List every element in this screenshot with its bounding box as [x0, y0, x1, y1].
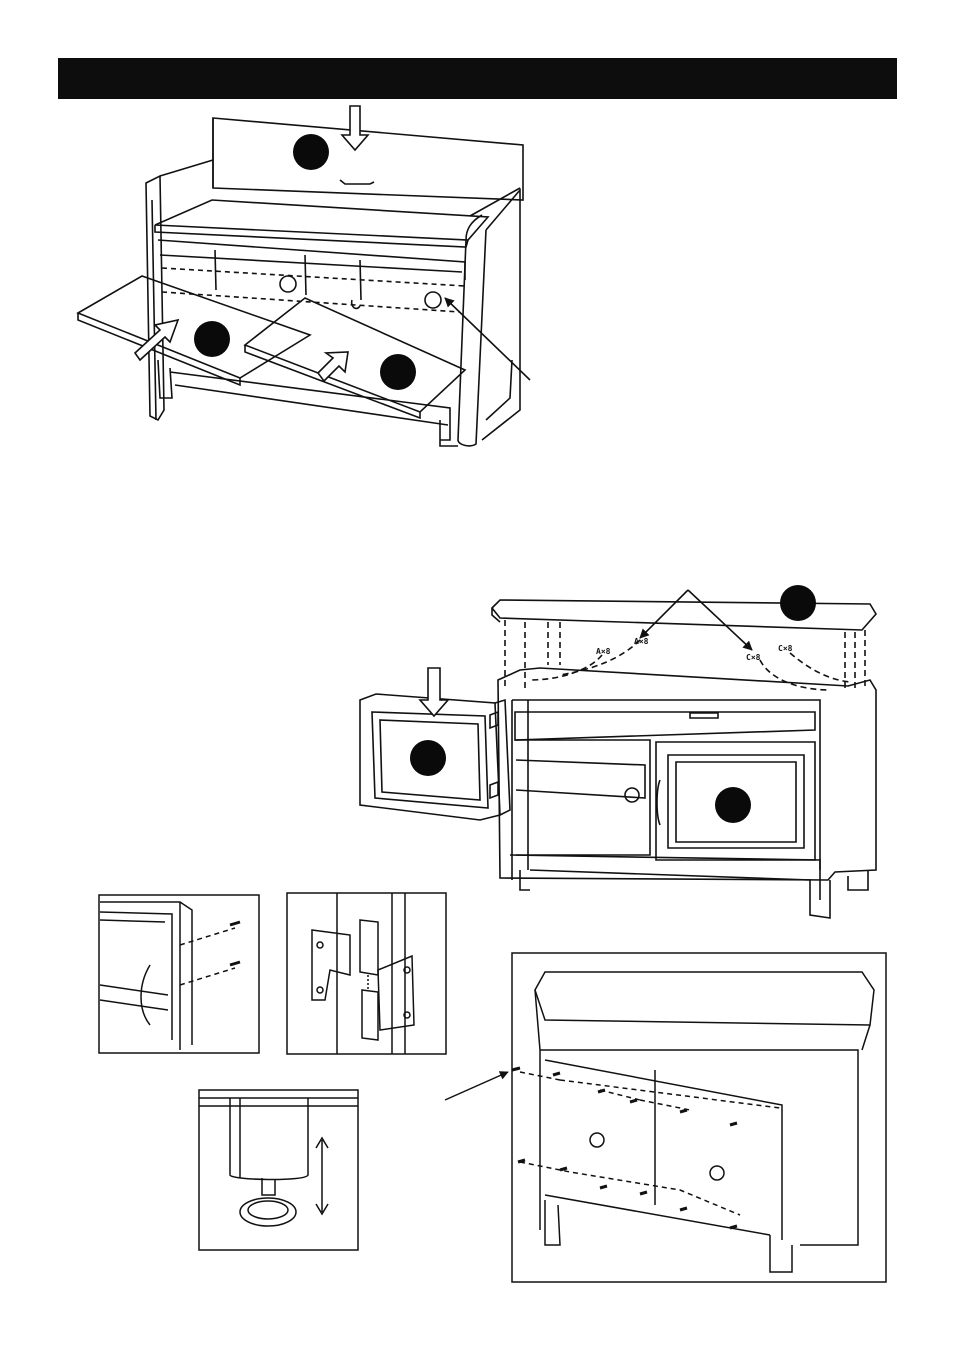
callout-left-door: [410, 740, 446, 776]
hardware-label: C×8: [778, 644, 793, 653]
hardware-labels: A×8 A×8 C×8 C×8: [596, 637, 793, 662]
detail-back-screws: [445, 953, 886, 1282]
arrow-down-icon: [342, 106, 368, 150]
callout-shelf-right: [380, 354, 416, 390]
callout-top: [780, 585, 816, 621]
detail-handle: [99, 895, 259, 1053]
detail-leveler: [199, 1090, 358, 1250]
step2-callouts: [410, 585, 816, 823]
arrow-down-icon: [420, 668, 448, 716]
callout-shelf-left: [194, 321, 230, 357]
hardware-label: C×8: [746, 653, 761, 662]
callout-right-door: [715, 787, 751, 823]
detail-hinge: [287, 893, 446, 1054]
hardware-label: A×8: [634, 637, 649, 646]
callout-back-panel: [293, 134, 329, 170]
arrow-diagonal-icon: [318, 352, 348, 381]
hardware-label: A×8: [596, 647, 611, 656]
up-down-arrow-icon: [316, 1138, 328, 1214]
arrow-diagonal-icon: [135, 320, 178, 360]
